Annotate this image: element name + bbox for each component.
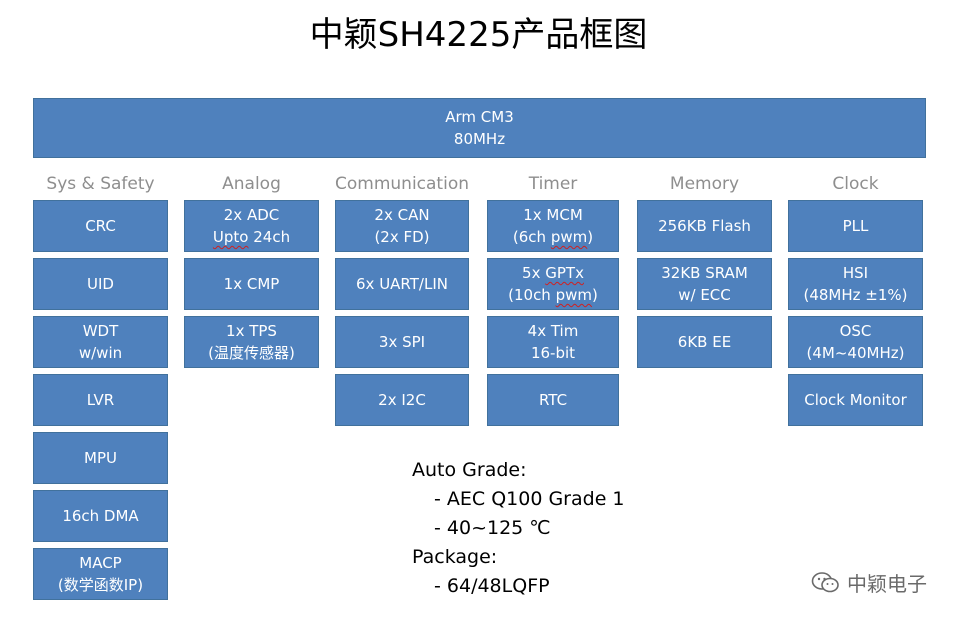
block-cell-label: UID <box>87 275 114 293</box>
block-cell-label: 6KB EE <box>677 333 732 351</box>
block-cell: PLL <box>788 200 923 252</box>
block-cell-label: LVR <box>86 391 115 409</box>
block-cell-label: w/ ECC <box>678 286 731 304</box>
block-cell-label: HSI <box>842 264 869 282</box>
block-cell: CRC <box>33 200 168 252</box>
block-cell: 2x I2C <box>335 374 469 426</box>
block-cell-label: 2x ADC <box>223 206 280 224</box>
auto-grade-item: - AEC Q100 Grade 1 <box>434 488 625 510</box>
watermark-text: 中颖电子 <box>847 572 927 596</box>
block-cell-label: 2x I2C <box>378 391 426 409</box>
block-cell-label: CRC <box>85 217 116 235</box>
block-cell-label: 32KB SRAM <box>661 264 748 282</box>
block-cell-label: MPU <box>84 449 117 467</box>
block-cell: 2x CAN (2x FD) <box>335 200 469 252</box>
block-cell: UID <box>33 258 168 310</box>
block-cell-label: 256KB Flash <box>658 217 751 235</box>
block-cell: 2x ADC Upto 24ch <box>184 200 319 252</box>
block-cell: 5x GPTx (10ch pwm) <box>487 258 619 310</box>
column-header: Memory <box>669 174 740 194</box>
block-cell-label: Upto 24ch <box>212 228 291 246</box>
block-cell: 1x TPS (温度传感器) <box>184 316 319 368</box>
column-header: Sys & Safety <box>46 174 155 194</box>
block-cell: LVR <box>33 374 168 426</box>
block-cell-label: (数学函数IP) <box>57 576 144 594</box>
block-cell-label: 1x MCM <box>523 206 583 224</box>
block-cell: 4x Tim 16-bit <box>487 316 619 368</box>
column-header: Communication <box>335 174 469 194</box>
block-cell: 3x SPI <box>335 316 469 368</box>
block-cell-label: (2x FD) <box>374 228 430 246</box>
block-cell: Clock Monitor <box>788 374 923 426</box>
block-cell-label: (6ch pwm) <box>512 228 594 246</box>
block-cell-label: RTC <box>538 391 568 409</box>
block-cell-label: 5x GPTx <box>522 264 584 282</box>
block-cell: RTC <box>487 374 619 426</box>
block-cell-label: (4M~40MHz) <box>806 344 905 362</box>
block-cell: 256KB Flash <box>637 200 772 252</box>
cpu-core-frequency: 80MHz <box>453 130 506 148</box>
cpu-core-name: Arm CM3 <box>445 108 514 126</box>
block-cell-label: PLL <box>842 217 869 235</box>
block-cell: 6KB EE <box>637 316 772 368</box>
block-cell: WDT w/win <box>33 316 168 368</box>
block-cell-label: 6x UART/LIN <box>356 275 448 293</box>
block-cell: MPU <box>33 432 168 484</box>
spec-info: Auto Grade: - AEC Q100 Grade 1 - 40~125 … <box>412 456 625 601</box>
block-cell-label: (温度传感器) <box>208 344 295 362</box>
block-cell: OSC (4M~40MHz) <box>788 316 923 368</box>
block-cell-label: 1x TPS <box>226 322 277 340</box>
block-cell-label: OSC <box>839 322 872 340</box>
block-cell: HSI (48MHz ±1%) <box>788 258 923 310</box>
diagram-title: 中颖SH4225产品框图 <box>309 15 648 55</box>
column-header: Clock <box>832 174 879 194</box>
block-cell-label: w/win <box>78 344 123 362</box>
cpu-core-box: Arm CM3 80MHz <box>33 98 926 158</box>
column-header: Analog <box>222 174 281 194</box>
block-cell-label: WDT <box>82 322 119 340</box>
block-cell: 32KB SRAM w/ ECC <box>637 258 772 310</box>
block-cell: 6x UART/LIN <box>335 258 469 310</box>
block-cell-label: 16-bit <box>530 344 576 362</box>
block-cell: 16ch DMA <box>33 490 168 542</box>
block-cell-label: MACP <box>79 554 122 572</box>
block-cell-label: Clock Monitor <box>804 391 907 409</box>
column-header: Timer <box>528 174 578 194</box>
watermark: 中颖电子 <box>811 568 927 597</box>
block-cell-label: 3x SPI <box>378 333 426 351</box>
package-item: - 64/48LQFP <box>434 575 550 597</box>
block-cell: MACP (数学函数IP) <box>33 548 168 600</box>
block-cell: 1x MCM (6ch pwm) <box>487 200 619 252</box>
block-cell-label: 16ch DMA <box>62 507 139 525</box>
block-cell-label: (10ch pwm) <box>508 286 598 304</box>
wechat-icon <box>811 571 839 592</box>
block-cell-label: 2x CAN <box>374 206 430 224</box>
block-cell-label: (48MHz ±1%) <box>803 286 908 304</box>
auto-grade-label: Auto Grade: <box>412 459 527 481</box>
block-cell: 1x CMP <box>184 258 319 310</box>
package-label: Package: <box>412 546 498 568</box>
block-cell-label: 1x CMP <box>223 275 280 293</box>
auto-grade-item: - 40~125 ℃ <box>434 517 551 539</box>
block-cell-label: 4x Tim <box>527 322 579 340</box>
